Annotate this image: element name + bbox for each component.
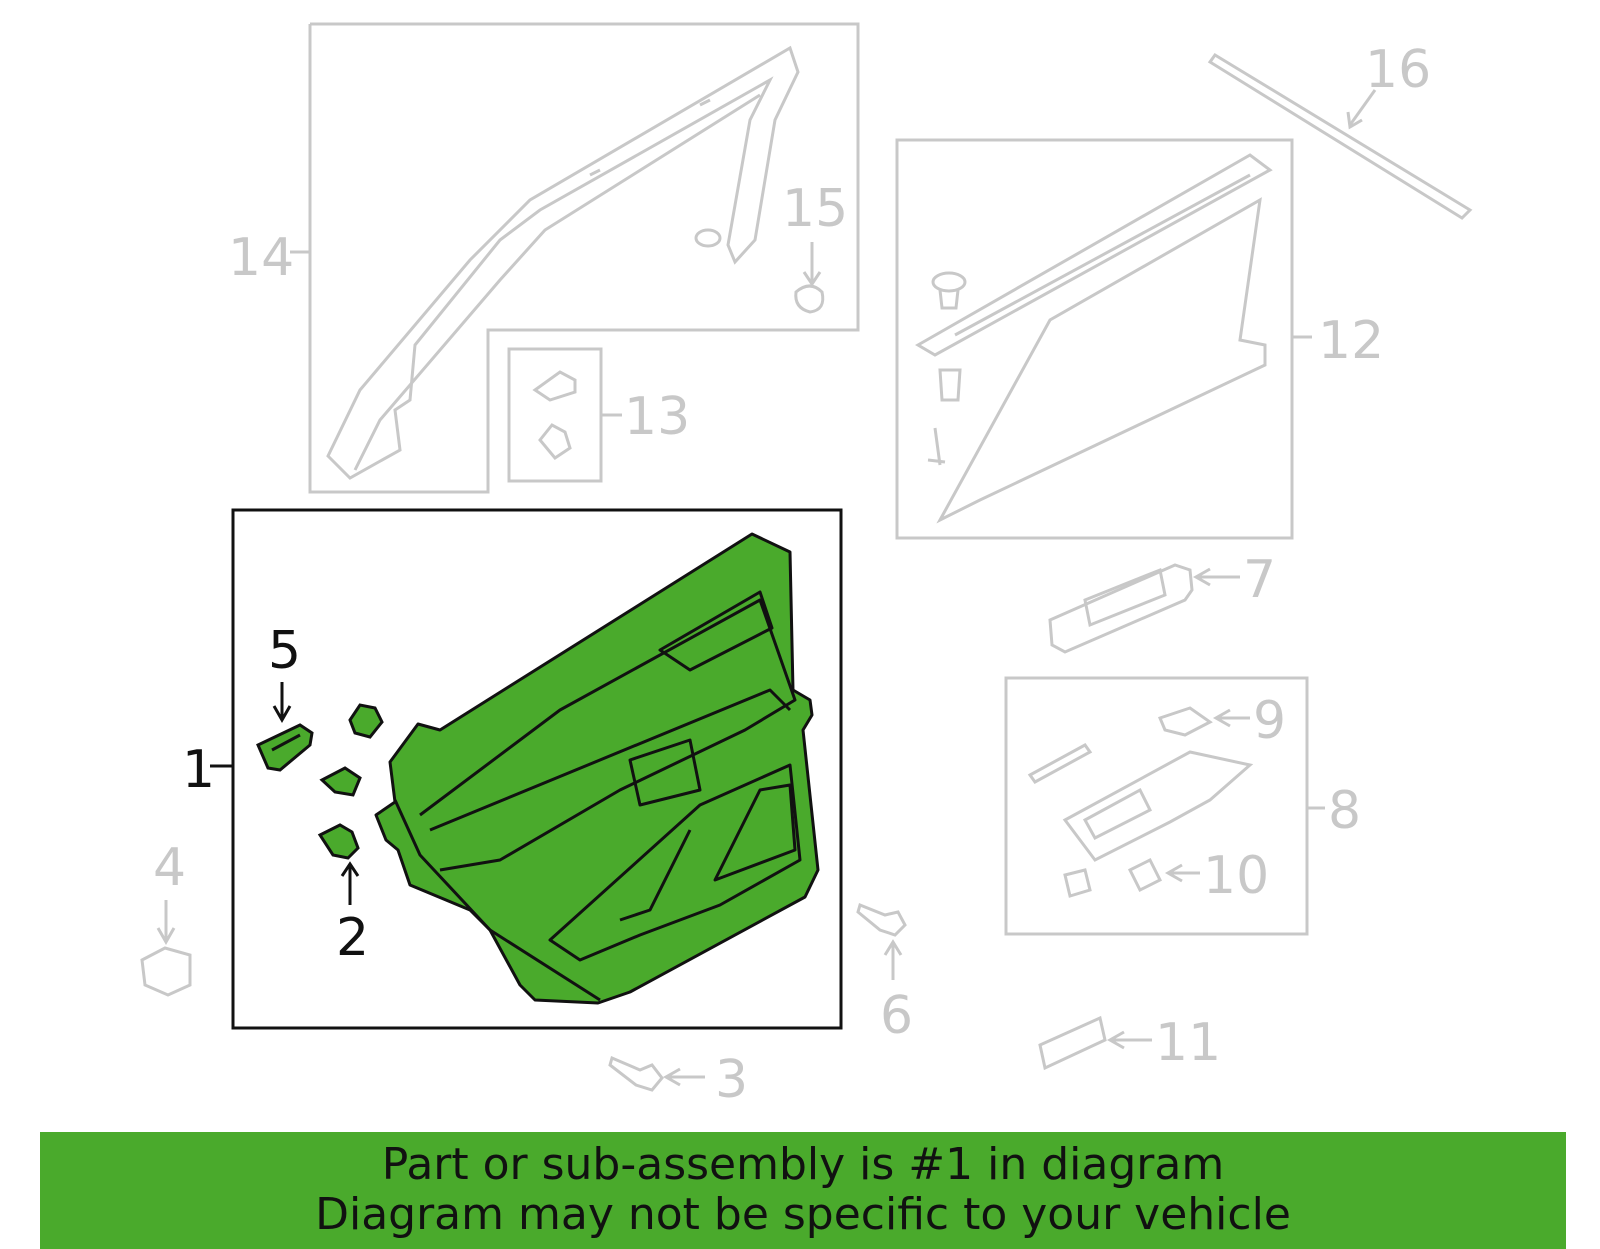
callout-leaders <box>290 250 1325 810</box>
part-14-window-frame <box>308 22 860 494</box>
group-box-13 <box>507 347 603 483</box>
callout-7: 7 <box>1243 550 1276 610</box>
footer-line-2: Diagram may not be specific to your vehi… <box>315 1189 1291 1240</box>
group-box-14 <box>308 22 860 494</box>
part-11-trim <box>1038 1015 1152 1071</box>
part-1-door-trim-panel <box>374 532 820 1005</box>
callout-8: 8 <box>1328 781 1361 841</box>
part-12-panel-insert <box>895 138 1294 540</box>
part-3-screw <box>608 1055 705 1092</box>
group-box-1 <box>231 508 843 1030</box>
callout-16: 16 <box>1365 40 1431 100</box>
callout-2: 2 <box>336 908 369 968</box>
callout-12: 12 <box>1318 311 1384 371</box>
callout-3: 3 <box>715 1050 748 1110</box>
part-13-clips <box>507 347 603 483</box>
callout-15: 15 <box>782 179 848 239</box>
footer-banner: Part or sub-assembly is #1 in diagram Di… <box>40 1132 1566 1249</box>
callout-13: 13 <box>624 387 690 447</box>
callout-5: 5 <box>268 621 301 681</box>
callout-6: 6 <box>880 986 913 1046</box>
part-7-handle <box>1048 563 1240 654</box>
footer-line-1: Part or sub-assembly is #1 in diagram <box>381 1139 1225 1190</box>
part-16-weatherstrip <box>1207 52 1473 220</box>
callout-11: 11 <box>1155 1013 1221 1073</box>
part-15-pin <box>794 242 825 314</box>
exploded-parts-diagram: 1 2 3 4 5 6 7 8 9 10 11 12 13 14 15 16 <box>140 22 1473 1110</box>
group-box-12 <box>895 138 1294 540</box>
part-2-clip <box>317 823 360 905</box>
part-6-screw <box>856 902 907 980</box>
part-4-clip <box>140 900 192 997</box>
callout-14: 14 <box>228 228 294 288</box>
callout-1: 1 <box>182 740 215 800</box>
callout-9: 9 <box>1253 691 1286 751</box>
callout-10: 10 <box>1203 846 1269 906</box>
part-5-clip <box>256 682 314 772</box>
group-box-8 <box>1004 676 1309 936</box>
part-clip-nut <box>319 703 384 797</box>
callout-4: 4 <box>153 838 186 898</box>
part-8-switch-bezel <box>1004 676 1309 936</box>
